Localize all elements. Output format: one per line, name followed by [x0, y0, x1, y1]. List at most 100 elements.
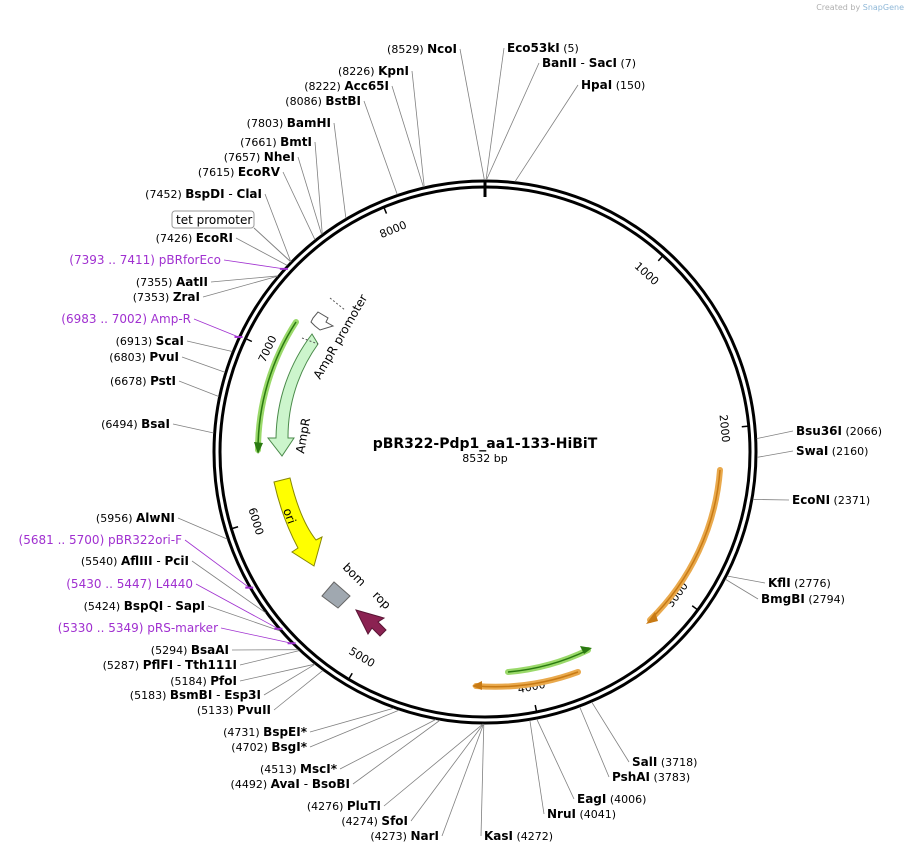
enzyme-site-left: (4492) AvaI - BsoBI — [231, 777, 350, 791]
feature-arc-orange-bottom-core — [475, 671, 579, 688]
enzyme-position: (5133) — [197, 704, 237, 717]
enzyme-name: BanII — [542, 56, 577, 70]
ampr-promoter-arrow — [310, 311, 335, 331]
ampr-cds — [266, 333, 319, 457]
leader-line — [529, 720, 545, 815]
feature-arc-orange-right — [647, 467, 723, 623]
enzyme-position: (4272) — [513, 830, 553, 843]
tet-promoter-leader — [253, 227, 292, 263]
enzyme-name: PluTI — [347, 799, 381, 813]
leader-line — [486, 62, 540, 181]
enzyme-name: BsaAI — [191, 643, 229, 657]
enzyme-sep: - — [212, 688, 224, 702]
leader-line — [756, 430, 794, 439]
bom-feature — [321, 581, 351, 609]
enzyme-site-right: EcoNI (2371) — [792, 493, 870, 507]
enzyme-site-left: (7353) ZraI — [133, 290, 200, 304]
enzyme-position: (8226) — [338, 65, 378, 78]
enzyme-site-left: (7661) BmtI — [240, 135, 312, 149]
leader-line — [579, 706, 610, 778]
enzyme-name: BmtI — [280, 135, 312, 149]
enzyme-position: (2371) — [830, 494, 870, 507]
tick-label: 1000 — [632, 260, 661, 288]
enzyme-name: BmgBI — [761, 592, 805, 606]
enzyme-site-left: (8226) KpnI — [338, 64, 409, 78]
enzyme-name: NheI — [264, 150, 295, 164]
enzyme-position: (4731) — [223, 726, 263, 739]
enzyme-site-left: (5424) BspQI - SapI — [84, 599, 205, 613]
enzyme-position: (5) — [560, 42, 579, 55]
tick-label: 8000 — [378, 218, 409, 241]
enzyme-sep: - — [163, 599, 175, 613]
enzyme-position: (4006) — [606, 793, 646, 806]
tick-mark — [691, 605, 699, 611]
tick-mark — [741, 425, 749, 428]
feature-arc-green-left-core — [257, 321, 297, 451]
enzyme-name: EcoNI — [792, 493, 830, 507]
tick-label: 5000 — [346, 645, 377, 671]
feature-arc-orange-right-core — [649, 469, 721, 621]
enzyme-sep: - — [173, 658, 185, 672]
snapgene-credit: Created by SnapGene — [816, 3, 904, 12]
enzyme-site-right: NruI (4041) — [547, 807, 616, 821]
enzyme-position: (150) — [612, 79, 645, 92]
enzyme-position: (6913) — [116, 335, 156, 348]
arrow-green-left — [254, 442, 263, 454]
leader-line — [186, 340, 233, 352]
enzyme-site-left: (4273) NarI — [370, 829, 439, 843]
enzyme-site-left: (6678) PstI — [110, 374, 176, 388]
enzyme-position: (5540) — [81, 555, 121, 568]
map-length: 8532 bp — [462, 452, 507, 465]
leader-line — [309, 709, 400, 748]
leader-line — [220, 627, 292, 644]
enzyme-position: (4041) — [576, 808, 616, 821]
feature-arc-green-bottom-core — [507, 649, 589, 673]
enzyme-name: KasI — [484, 829, 513, 843]
enzyme-position: (7426) — [156, 232, 196, 245]
enzyme-name: PstI — [150, 374, 176, 388]
enzyme-name: PshAI — [612, 770, 650, 784]
enzyme-name: AatII — [176, 275, 208, 289]
feature-label-ampr: AmpR — [293, 417, 313, 455]
enzyme-name: NarI — [410, 829, 439, 843]
enzyme-position: (5424) — [84, 600, 124, 613]
enzyme-site-left: (4274) SfoI — [341, 814, 408, 828]
leader-line — [441, 723, 484, 837]
leader-line — [264, 193, 292, 262]
enzyme-name-2: Esp3I — [224, 688, 261, 702]
primer-label: (5681 .. 5700) pBR322ori-F — [19, 533, 183, 547]
enzyme-site-right: EagI (4006) — [577, 792, 646, 806]
leader-line — [410, 723, 484, 822]
enzyme-position: (2066) — [842, 425, 882, 438]
leader-line — [591, 701, 630, 763]
feature-label-rop: rop — [370, 588, 394, 612]
enzyme-site-right: BmgBI (2794) — [761, 592, 845, 606]
feature-arc-green-bottom — [505, 647, 591, 675]
leader-line — [191, 560, 266, 614]
leader-line — [411, 70, 425, 187]
ampr-promoter-dash — [329, 297, 346, 311]
leader-line — [239, 650, 300, 666]
enzyme-site-right: HpaI (150) — [581, 78, 645, 92]
leader-line — [725, 578, 759, 600]
enzyme-name: Eco53kI — [507, 41, 560, 55]
tick-mark — [231, 526, 239, 530]
tick-mark — [534, 704, 538, 713]
primer-label: (6983 .. 7002) Amp-R — [61, 312, 191, 326]
enzyme-name: BspEI — [263, 725, 301, 739]
site-labels: Eco53kI (5)BanII - SacI (7)HpaI (150)Bsu… — [19, 41, 883, 843]
enzyme-position: (4273) — [370, 830, 410, 843]
enzyme-position: (2776) — [791, 577, 831, 590]
leader-line — [536, 718, 575, 800]
primer-label: (7393 .. 7411) pBRforEco — [69, 253, 221, 267]
arrow-orange-right — [646, 612, 658, 624]
enzyme-position: (4702) — [231, 741, 271, 754]
primer-label: (5430 .. 5447) L4440 — [66, 577, 193, 591]
enzyme-name: PfoI — [210, 674, 237, 688]
leader-line — [273, 670, 324, 711]
leader-line — [352, 719, 441, 785]
enzyme-position: (7803) — [247, 117, 287, 130]
leader-line — [297, 156, 322, 235]
enzyme-name: KflI — [768, 576, 791, 590]
enzyme-site-right: BanII - SacI (7) — [542, 56, 636, 70]
